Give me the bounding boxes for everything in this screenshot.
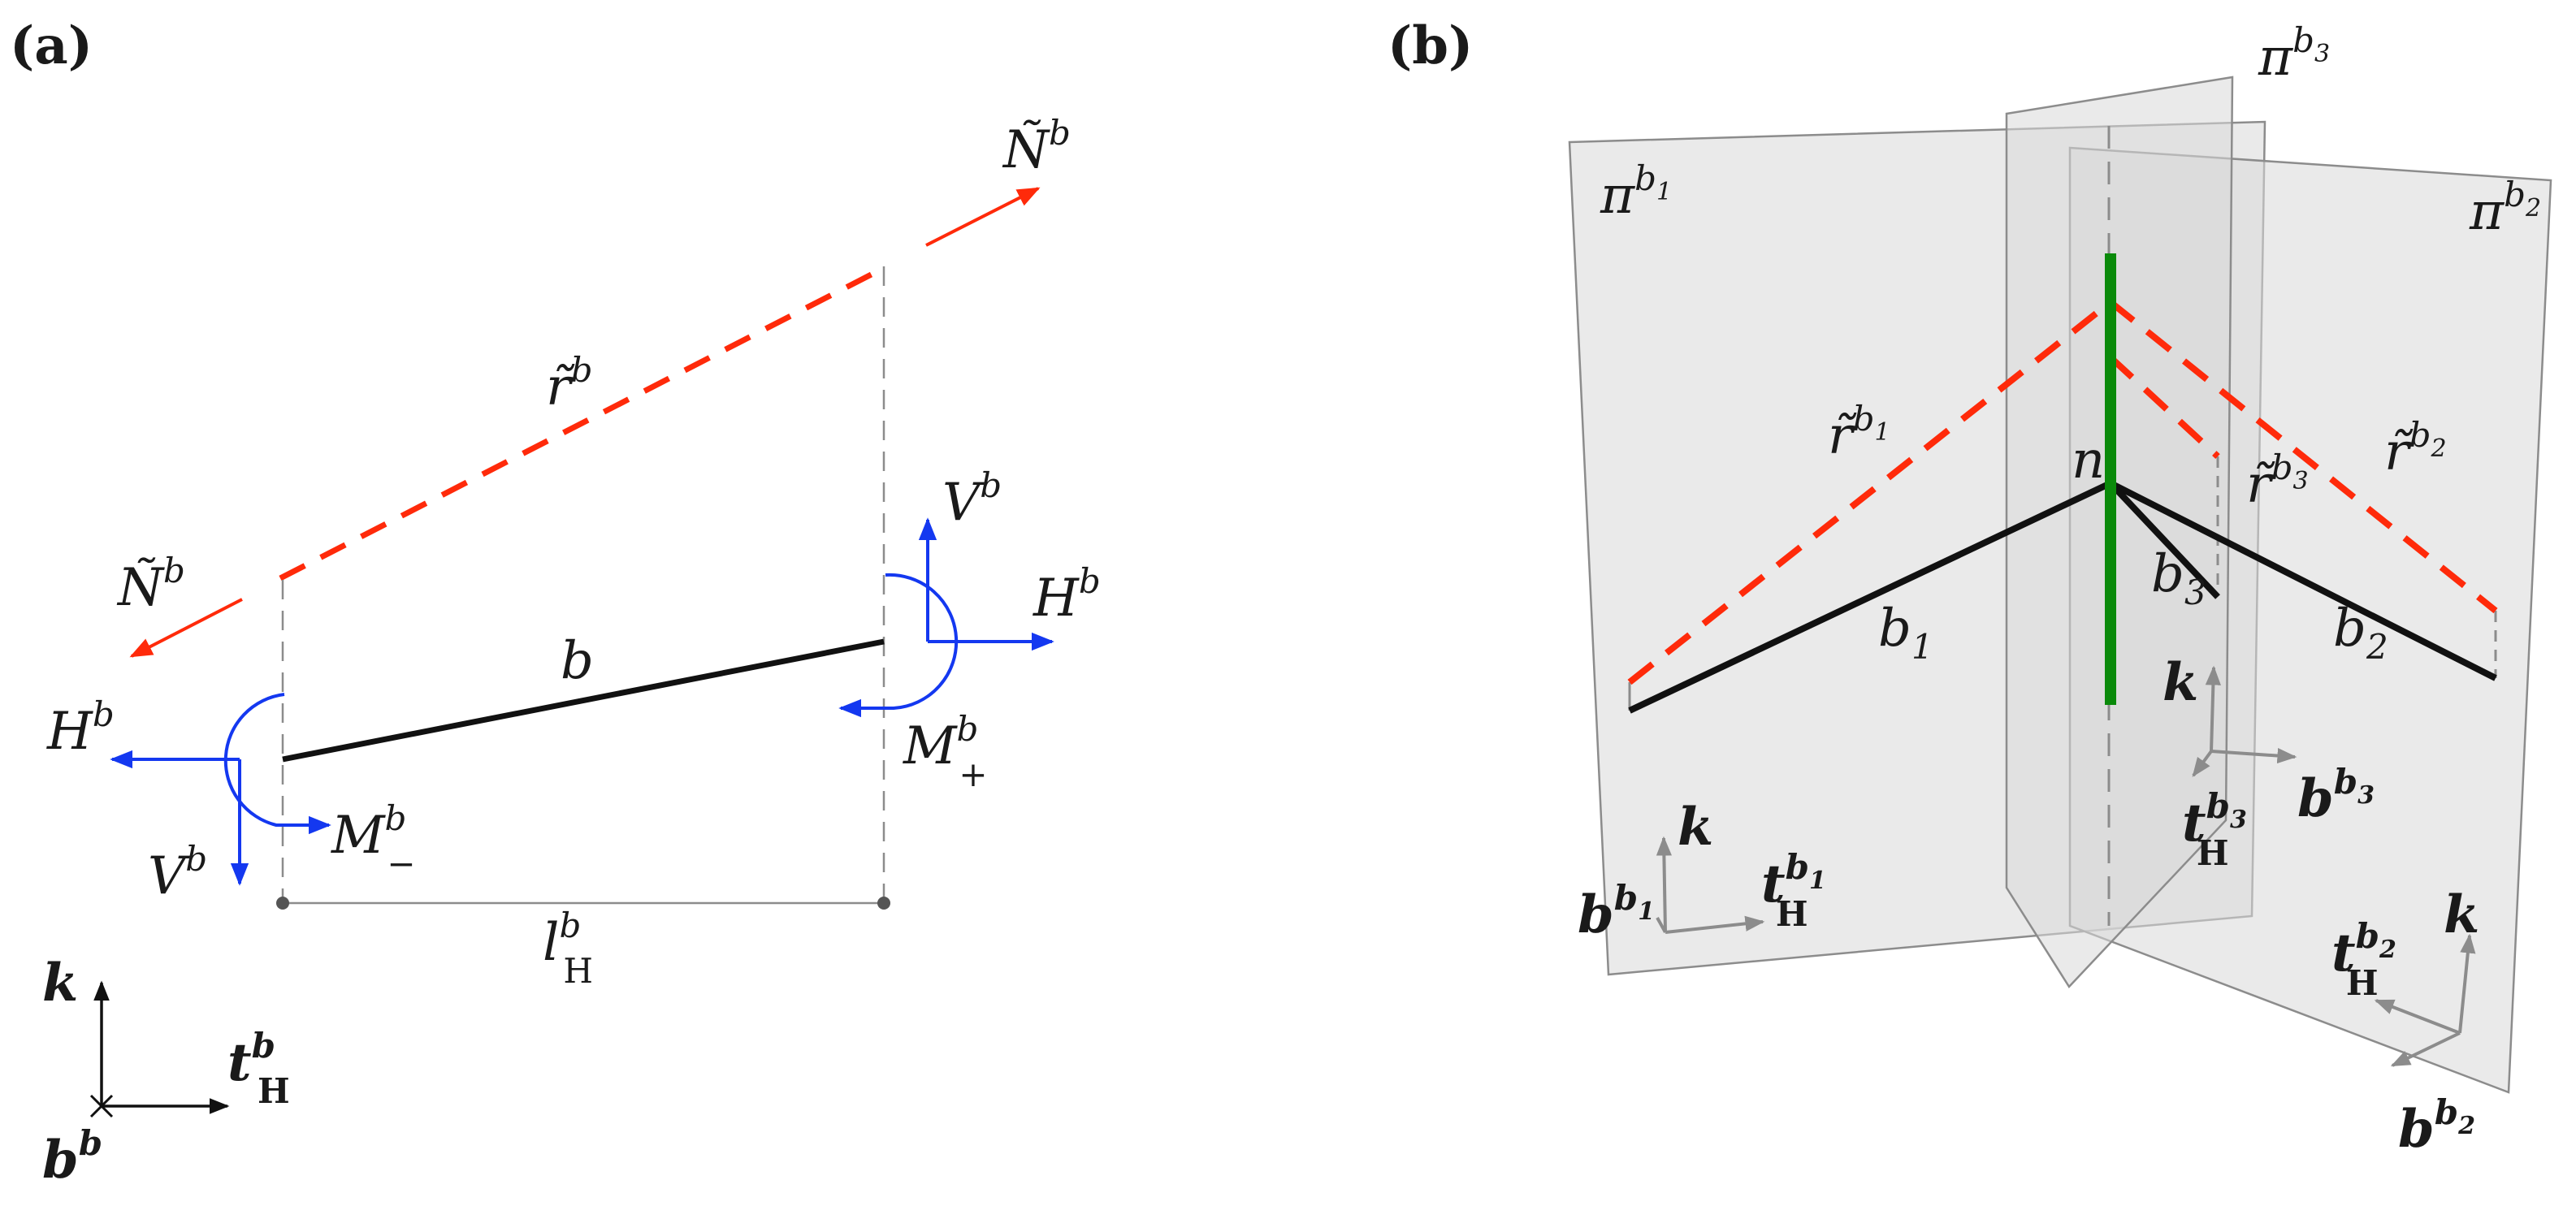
moment-minus-arc <box>223 693 331 835</box>
label-pi-b1: πb1 <box>1600 158 1672 226</box>
label-beam-b: b <box>561 631 594 691</box>
chord-dashed-line <box>279 263 889 581</box>
label-V-left: Vb <box>148 839 207 906</box>
label-b1: b1 <box>1878 599 1933 667</box>
triad1-b-arrow <box>1656 917 1667 933</box>
label-H-left: Hb <box>46 694 115 762</box>
member-b3 <box>2108 481 2220 599</box>
chord-r-b3 <box>2108 355 2220 459</box>
panel-b: (b) πb1 πb3 π <box>1388 15 2552 1160</box>
member-b1 <box>1628 480 2112 714</box>
triad2-b-arrow <box>2390 1031 2461 1067</box>
label-k-3: k <box>2163 652 2198 713</box>
triad3-k-arrow <box>2205 665 2221 752</box>
label-b-vec: bb <box>42 1123 102 1191</box>
label-k-2: k <box>2444 884 2479 945</box>
label-r-b2: r̃b2 <box>2384 415 2447 482</box>
label-k-1: k <box>1678 797 1713 858</box>
label-k: k <box>42 953 78 1014</box>
label-b-b1: bb1 <box>1578 878 1655 945</box>
label-b2: b2 <box>2333 599 2388 667</box>
triad1-t-arrow <box>1665 915 1765 934</box>
span-end-left <box>276 897 289 910</box>
member-b2 <box>2109 480 2497 681</box>
label-N-top: Ñb <box>1002 113 1071 180</box>
label-r-b3: r̃b3 <box>2246 447 2309 515</box>
label-M-minus: Mb− <box>331 798 416 884</box>
label-b-b3: bb3 <box>2297 762 2375 829</box>
axial-force-arrow-top <box>925 187 1041 247</box>
label-M-plus: Mb+ <box>903 709 988 794</box>
chord-r-b1 <box>1627 299 2113 685</box>
triad2-t-arrow <box>2374 999 2461 1035</box>
chord-r-b2 <box>2108 299 2498 614</box>
triad1-k-arrow <box>1656 836 1672 933</box>
plane-pi-b3 <box>2005 76 2234 989</box>
axial-force-arrow-bottom <box>129 598 243 658</box>
label-r-b1: r̃b1 <box>1828 399 1890 466</box>
moment-plus-arc <box>838 573 959 718</box>
label-pi-b3: πb3 <box>2258 20 2330 88</box>
label-r-tilde: r̃b <box>546 350 592 417</box>
label-pi-b2: πb2 <box>2469 175 2541 242</box>
label-b-b2: bb2 <box>2398 1092 2475 1160</box>
label-b3: b3 <box>2151 544 2206 612</box>
label-H-right: Hb <box>1033 561 1101 629</box>
triad3-b-arrow <box>2210 747 2297 764</box>
beam-line <box>282 638 885 763</box>
b-axis-cross-2 <box>89 1094 114 1118</box>
panel-a: (a) Ñb r̃b Ñb Vb Hb b Hb <box>10 15 1101 1191</box>
panel-a-label: (a) <box>10 15 93 76</box>
label-node-n: n <box>2072 430 2105 491</box>
label-V-right: Vb <box>942 465 1002 533</box>
triad3-t-arrow <box>2192 750 2213 777</box>
label-N-bottom: Ñb <box>116 551 185 618</box>
panel-b-label: (b) <box>1388 15 1473 76</box>
span-end-right <box>877 897 890 910</box>
triad2-k-arrow <box>2458 933 2476 1034</box>
